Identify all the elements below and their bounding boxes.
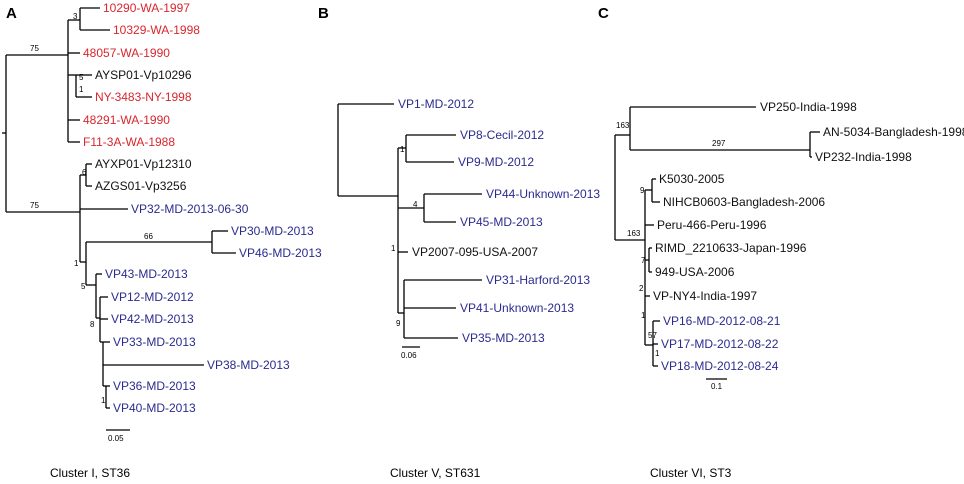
panel-a-leaf: VP46-MD-2013 bbox=[239, 246, 322, 260]
support-value: 163 bbox=[616, 121, 630, 130]
panel-a-leaf: VP43-MD-2013 bbox=[105, 267, 188, 281]
panel-c-leaf: 949-USA-2006 bbox=[655, 265, 735, 279]
panel-c-leaves: VP250-India-1998 AN-5034-Bangladesh-1998… bbox=[653, 100, 964, 373]
panel-a-leaf: VP12-MD-2012 bbox=[111, 290, 194, 304]
panel-c-leaf: VP16-MD-2012-08-21 bbox=[663, 314, 781, 328]
panel-a-leaf: 10329-WA-1998 bbox=[113, 23, 200, 37]
panel-b-leaves: VP1-MD-2012 VP8-Cecil-2012 VP9-MD-2012 V… bbox=[398, 97, 600, 345]
panel-a-leaf: VP36-MD-2013 bbox=[113, 379, 196, 393]
panel-c: C bbox=[598, 5, 964, 480]
panel-b-caption: Cluster V, ST631 bbox=[390, 466, 481, 480]
panel-a-leaf: VP32-MD-2013-06-30 bbox=[131, 202, 249, 216]
panel-a-leaf: NY-3483-NY-1998 bbox=[95, 90, 192, 104]
panel-b-letter: B bbox=[318, 5, 329, 22]
panel-a-leaf: VP42-MD-2013 bbox=[111, 312, 194, 326]
support-value: 163 bbox=[627, 229, 641, 238]
panel-c-leaf: K5030-2005 bbox=[659, 172, 725, 186]
support-value: 8 bbox=[90, 320, 95, 329]
support-value: 2 bbox=[639, 284, 644, 293]
panel-a-branches bbox=[2, 7, 236, 431]
panel-a-leaf: 48291-WA-1990 bbox=[83, 113, 170, 127]
panel-a-leaf: VP40-MD-2013 bbox=[113, 401, 196, 415]
panel-a-leaf: AZGS01-Vp3256 bbox=[95, 179, 187, 193]
panel-a-leaf: VP30-MD-2013 bbox=[231, 224, 314, 238]
panel-c-leaf: RIMD_2210633-Japan-1996 bbox=[655, 241, 807, 255]
support-value: 1 bbox=[101, 396, 106, 405]
panel-b-leaf: VP35-MD-2013 bbox=[462, 331, 545, 345]
support-value: 1 bbox=[391, 244, 396, 253]
panel-c-letter: C bbox=[598, 5, 609, 22]
panel-b-leaf: VP8-Cecil-2012 bbox=[460, 128, 544, 142]
panel-a-letter: A bbox=[6, 5, 17, 22]
panel-b: B VP1-MD- bbox=[318, 5, 600, 480]
support-value: 66 bbox=[144, 232, 153, 241]
support-value: 1 bbox=[400, 145, 405, 154]
support-value: 1 bbox=[641, 311, 646, 320]
panel-b-leaf: VP41-Unknown-2013 bbox=[460, 301, 574, 315]
support-value: 1 bbox=[74, 259, 79, 268]
panel-b-leaf: VP2007-095-USA-2007 bbox=[412, 245, 538, 259]
support-value: 297 bbox=[712, 139, 726, 148]
panel-a-scale-label: 0.05 bbox=[108, 434, 124, 443]
support-value: 6 bbox=[82, 168, 87, 177]
support-value: 5 bbox=[79, 73, 84, 82]
panel-b-leaf: VP31-Harford-2013 bbox=[486, 273, 590, 287]
support-value: 1 bbox=[655, 349, 660, 358]
panel-a-caption: Cluster I, ST36 bbox=[50, 466, 130, 480]
panel-c-branches bbox=[614, 106, 820, 380]
support-value: 9 bbox=[396, 319, 401, 328]
support-value: 4 bbox=[413, 200, 418, 209]
support-value: 75 bbox=[30, 44, 39, 53]
panel-a-leaf: 10290-WA-1997 bbox=[103, 1, 190, 15]
panel-b-leaf: VP44-Unknown-2013 bbox=[486, 187, 600, 201]
panel-a-leaf: 48057-WA-1990 bbox=[83, 46, 170, 60]
panel-a-leaves: 10290-WA-1997 10329-WA-1998 48057-WA-199… bbox=[83, 1, 322, 415]
support-value: 57 bbox=[648, 331, 657, 340]
panel-a-support-values: 3 75 5 1 6 75 1 66 5 8 1 bbox=[30, 12, 153, 405]
panel-b-leaf: VP45-MD-2013 bbox=[460, 215, 543, 229]
panel-c-leaf: VP18-MD-2012-08-24 bbox=[661, 359, 779, 373]
support-value: 3 bbox=[73, 12, 78, 21]
panel-b-leaf: VP9-MD-2012 bbox=[458, 155, 534, 169]
panel-c-leaf: VP250-India-1998 bbox=[760, 100, 857, 114]
panel-a-leaf: AYSP01-Vp10296 bbox=[95, 68, 192, 82]
panel-a-leaf: VP33-MD-2013 bbox=[113, 335, 196, 349]
panel-c-leaf: Peru-466-Peru-1996 bbox=[657, 218, 767, 232]
panel-c-leaf: VP232-India-1998 bbox=[815, 150, 912, 164]
panel-a-leaf: AYXP01-Vp12310 bbox=[95, 157, 192, 171]
support-value: 7 bbox=[641, 256, 646, 265]
panel-c-support-values: 163 297 9 163 7 2 1 57 1 bbox=[616, 121, 726, 358]
panel-c-caption: Cluster VI, ST3 bbox=[650, 466, 732, 480]
support-value: 9 bbox=[640, 186, 645, 195]
support-value: 75 bbox=[30, 201, 39, 210]
panel-c-scale-label: 0.1 bbox=[711, 382, 723, 391]
panel-b-leaf: VP1-MD-2012 bbox=[398, 97, 474, 111]
panel-b-support-values: 1 4 1 9 bbox=[391, 145, 418, 328]
support-value: 5 bbox=[81, 282, 86, 291]
panel-a-leaf: VP38-MD-2013 bbox=[207, 358, 290, 372]
panel-c-leaf: NIHCB0603-Bangladesh-2006 bbox=[663, 195, 825, 209]
panel-c-leaf: AN-5034-Bangladesh-1998 bbox=[823, 125, 964, 139]
panel-c-leaf: VP17-MD-2012-08-22 bbox=[661, 337, 779, 351]
panel-b-scale-label: 0.06 bbox=[401, 351, 417, 360]
panel-a-leaf: F11-3A-WA-1988 bbox=[83, 135, 175, 149]
support-value: 1 bbox=[79, 85, 84, 94]
panel-a: A bbox=[2, 1, 322, 480]
panel-b-branches bbox=[337, 103, 482, 348]
panel-c-leaf: VP-NY4-India-1997 bbox=[653, 289, 757, 303]
